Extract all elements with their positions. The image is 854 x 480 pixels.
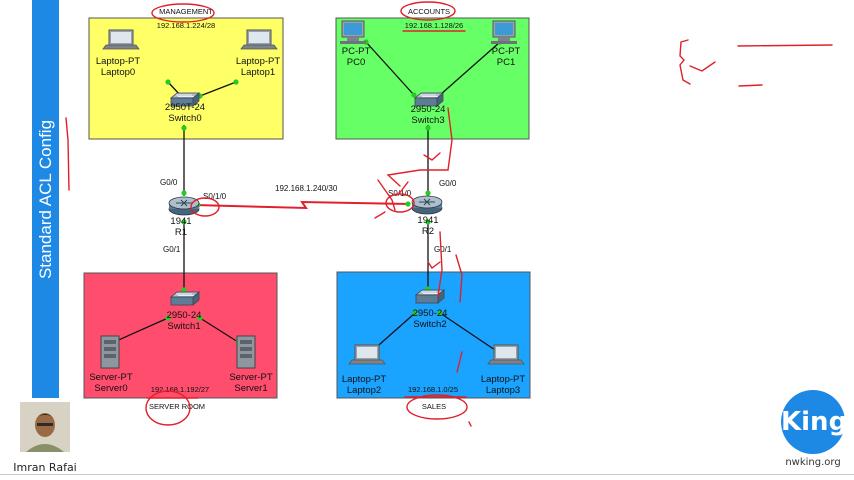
router-r2-icon[interactable] <box>411 195 443 215</box>
lan-links <box>113 41 501 353</box>
laptop0-name: Laptop0 <box>101 67 135 78</box>
switch2-type: 2950-24 <box>413 308 448 319</box>
zone-accounts <box>335 17 530 140</box>
r1-type: 1941 <box>170 216 191 227</box>
zone-sales-label: SALES <box>422 402 446 411</box>
laptop1-name: Laptop1 <box>241 67 275 78</box>
server0-type: Server-PT <box>89 372 132 383</box>
switch0-name: Switch0 <box>168 113 201 124</box>
server0-name: Server0 <box>94 383 127 394</box>
presenter-avatar <box>20 402 70 452</box>
switch0-type: 2950T-24 <box>165 102 205 113</box>
pc0-name: PC0 <box>347 57 365 68</box>
r2-g01-label: G0/1 <box>434 245 452 254</box>
r2-g00-label: G0/0 <box>439 179 457 188</box>
switch2-icon[interactable] <box>415 289 445 304</box>
switch1-type: 2950-24 <box>167 310 202 321</box>
wan-serial-link <box>194 200 411 210</box>
r2-type: 1941 <box>417 215 438 226</box>
brand: King nwking.org <box>780 390 847 468</box>
zone-management-subnet: 192.168.1.224/28 <box>157 21 215 30</box>
server0-icon[interactable] <box>100 335 120 369</box>
brand-site: nwking.org <box>785 457 841 468</box>
zone-server-room-label: SERVER ROOM <box>149 402 205 411</box>
wan-subnet-label: 192.168.1.240/30 <box>275 184 338 193</box>
laptop2-type: Laptop-PT <box>342 374 387 385</box>
laptop3-type: Laptop-PT <box>481 374 526 385</box>
r1-g01-label: G0/1 <box>163 245 181 254</box>
switch3-type: 2950-24 <box>411 104 446 115</box>
divider <box>0 474 854 475</box>
r2-name: R2 <box>422 226 434 237</box>
sidebar: Standard ACL Config <box>32 0 59 398</box>
r1-s010-label: S0/1/0 <box>203 192 227 201</box>
zone-accounts-subnet: 192.168.1.128/26 <box>405 21 463 30</box>
presenter: Imran Rafai <box>12 402 78 474</box>
server1-type: Server-PT <box>229 372 272 383</box>
brand-logo: King <box>781 390 847 454</box>
laptop0-type: Laptop-PT <box>96 56 141 67</box>
server1-icon[interactable] <box>236 335 256 369</box>
server1-name: Server1 <box>234 383 267 394</box>
laptop1-type: Laptop-PT <box>236 56 281 67</box>
switch1-name: Switch1 <box>167 321 200 332</box>
switch1-icon[interactable] <box>170 291 200 306</box>
pc1-type: PC-PT <box>492 46 521 57</box>
pc0-type: PC-PT <box>342 46 371 57</box>
switch2-name: Switch2 <box>413 319 446 330</box>
zone-accounts-label: ACCOUNTS <box>408 7 450 16</box>
switch3-name: Switch3 <box>411 115 444 126</box>
presenter-name: Imran Rafai <box>13 461 77 474</box>
zone-server-room-subnet: 192.168.1.192/27 <box>151 385 209 394</box>
pen-annotations <box>65 1 833 427</box>
r1-name: R1 <box>175 227 187 238</box>
laptop2-name: Laptop2 <box>347 385 381 396</box>
zone-sales-subnet: 192.168.1.0/25 <box>408 385 458 394</box>
zone-management-label: MANAGEMENT <box>159 7 213 16</box>
r1-g00-label: G0/0 <box>160 178 178 187</box>
laptop3-name: Laptop3 <box>486 385 520 396</box>
pc1-name: PC1 <box>497 57 515 68</box>
